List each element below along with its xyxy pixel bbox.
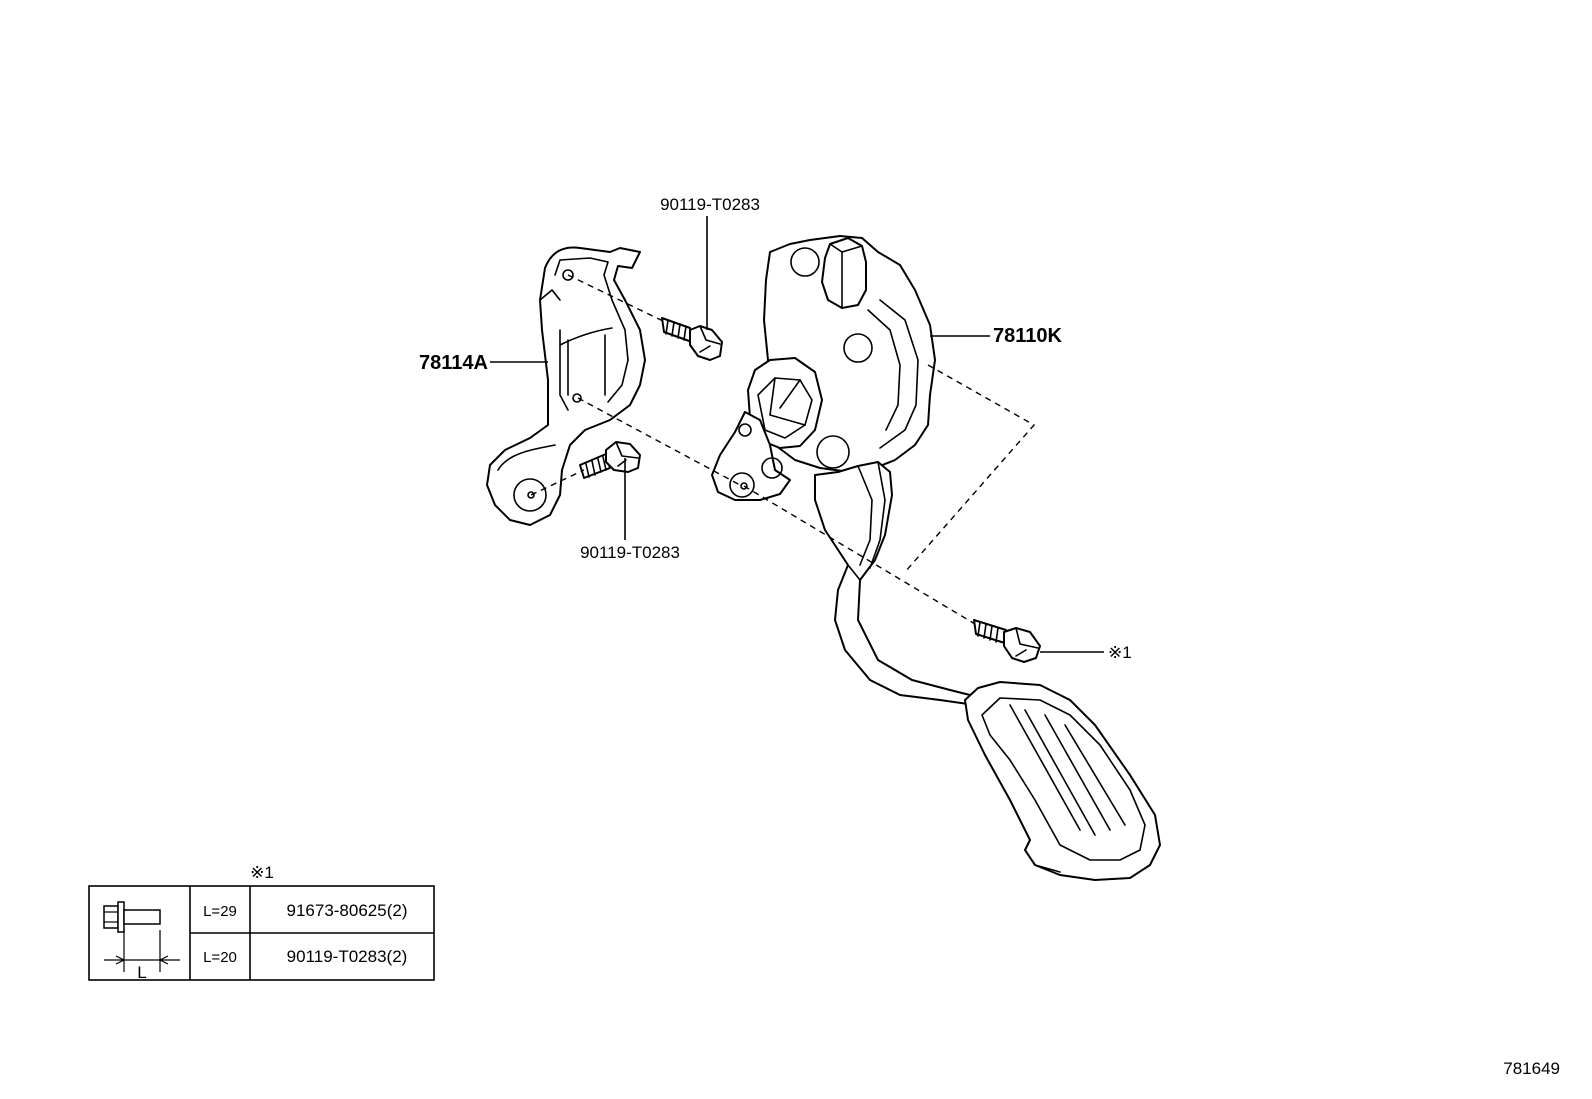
callout-bolt-middle: 90119-T0283: [580, 543, 680, 562]
callout-bolt-note: ※1: [1108, 643, 1132, 662]
table-note-mark: ※1: [250, 863, 274, 882]
pedal-assembly-drawing: [711, 235, 1161, 881]
row-1-length: L=29: [203, 903, 237, 920]
row-2-length: L=20: [203, 949, 237, 966]
bracket-drawing: [486, 246, 646, 526]
row-1-part: 91673-80625(2): [287, 901, 408, 920]
bolt-length-table: ※1 L L=29 91673-80625(2) L=20 90119-T028…: [88, 863, 435, 982]
bolt-icon: [103, 901, 180, 972]
callout-bolt-top: 90119-T0283: [660, 195, 760, 214]
bolt-middle-drawing: [579, 441, 641, 479]
bolt-top-drawing: [661, 317, 723, 361]
alignment-lines: [530, 274, 1036, 625]
dimension-symbol: L: [137, 963, 146, 982]
callout-bracket: 78114A: [419, 352, 488, 374]
diagram-id: 781649: [1503, 1059, 1560, 1078]
row-2-part: 90119-T0283(2): [287, 947, 408, 966]
callout-pedal-assembly: 78110K: [993, 325, 1063, 347]
bolt-note-drawing: [973, 619, 1041, 663]
leader-lines: [490, 216, 1104, 653]
